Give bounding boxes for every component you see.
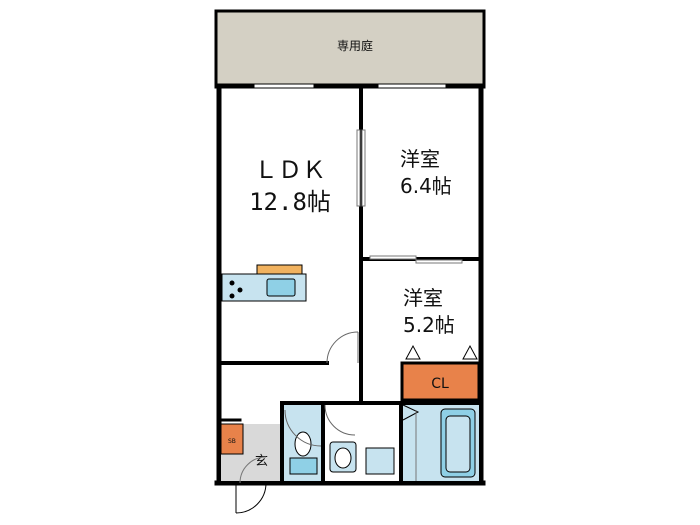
room1-name: 洋室	[400, 147, 440, 171]
washroom	[324, 404, 399, 481]
ldk-door	[326, 331, 359, 364]
entrance: SB 玄	[220, 423, 280, 514]
room1-size: 6.4帖	[400, 174, 452, 198]
western-room-2: 洋室 5.2帖	[403, 286, 478, 360]
ldk-name: ＬＤＫ	[254, 156, 326, 184]
entrance-label: 玄	[255, 454, 268, 469]
private-garden: 専用庭	[214, 9, 486, 87]
kitchen	[221, 264, 307, 302]
toilet	[284, 405, 322, 481]
garden-label: 専用庭	[337, 38, 373, 53]
closet: CL	[400, 361, 481, 402]
sliding-doors	[356, 129, 366, 207]
windows	[253, 83, 447, 89]
room-divider-door	[369, 255, 463, 264]
closet-label: CL	[431, 376, 449, 392]
room2-name: 洋室	[403, 286, 443, 310]
western-room-1: 洋室 6.4帖	[400, 147, 452, 198]
room2-size: 5.2帖	[403, 313, 455, 337]
ldk-size: 12.8帖	[249, 188, 331, 216]
ldk-room: ＬＤＫ 12.8帖	[249, 156, 331, 216]
bathroom	[402, 404, 479, 481]
shoe-box-label: SB	[228, 438, 236, 445]
